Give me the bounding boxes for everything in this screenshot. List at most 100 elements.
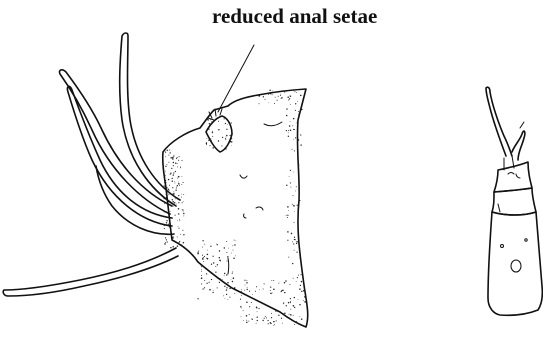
stipple-dot xyxy=(281,97,282,98)
stipple-dot xyxy=(251,302,252,303)
stipple-dot xyxy=(294,211,295,212)
stipple-dot xyxy=(234,287,236,289)
stipple-dot xyxy=(219,260,220,261)
stipple-dot xyxy=(201,277,203,279)
stipple-dot xyxy=(300,274,301,275)
stipple-dot xyxy=(282,323,283,324)
stipple-dot xyxy=(246,282,247,283)
stipple-dot xyxy=(206,144,207,145)
stipple-dot xyxy=(232,271,233,272)
stipple-dot xyxy=(296,186,297,187)
stipple-dot xyxy=(290,187,291,188)
stipple-dot xyxy=(300,134,301,135)
stipple-dot xyxy=(229,288,230,289)
stipple-dot xyxy=(274,103,275,104)
stipple-dot xyxy=(173,162,174,163)
stipple-dot xyxy=(165,175,166,176)
stipple-dot xyxy=(232,273,233,274)
stipple-dot xyxy=(174,183,175,184)
stipple-dot xyxy=(212,292,213,293)
stipple-dot xyxy=(166,222,167,223)
antenna-flagellum xyxy=(486,87,512,156)
stipple-dot xyxy=(164,225,165,226)
stipple-dot xyxy=(299,257,300,258)
stipple-dot xyxy=(289,98,290,99)
stipple-dot xyxy=(178,182,179,183)
stipple-dot xyxy=(298,139,300,141)
stipple-dot xyxy=(295,110,296,111)
stipple-dot xyxy=(284,292,285,293)
stipple-dot xyxy=(171,168,172,169)
stipple-dot xyxy=(245,285,246,286)
stipple-dot xyxy=(232,281,233,282)
stipple-dot xyxy=(244,290,245,291)
stipple-dot xyxy=(293,118,295,120)
stipple-dot xyxy=(301,318,303,320)
stipple-dot xyxy=(213,290,214,291)
stipple-dot xyxy=(288,136,289,137)
stipple-dot xyxy=(273,280,274,281)
stipple-dot xyxy=(210,246,211,247)
annotation-leader-line xyxy=(218,45,254,112)
stipple-dot xyxy=(217,287,218,288)
stipple-dot xyxy=(224,298,225,299)
stipple-dot xyxy=(276,320,277,321)
stipple-dot xyxy=(179,242,180,243)
stipple-dot xyxy=(226,147,227,148)
stipple-dot xyxy=(293,243,294,244)
stipple-dot xyxy=(212,131,213,132)
stipple-dot xyxy=(178,208,180,210)
stipple-dot xyxy=(226,129,227,130)
stipple-dot xyxy=(299,288,301,290)
stipple-dot xyxy=(233,277,235,279)
stipple-dot xyxy=(228,299,229,300)
stipple-dot xyxy=(164,182,165,183)
stipple-dot xyxy=(271,317,272,318)
stipple-dot xyxy=(183,242,184,243)
stipple-dot xyxy=(230,141,232,143)
stipple-dot xyxy=(227,256,228,257)
stipple-dot xyxy=(275,97,276,98)
stipple-dot xyxy=(177,178,178,179)
stipple-dot xyxy=(217,244,218,245)
stipple-dot xyxy=(278,315,279,316)
stipple-dot xyxy=(246,280,247,281)
stipple-dot xyxy=(215,271,216,272)
stipple-dot xyxy=(209,289,211,291)
stipple-dot xyxy=(201,266,202,267)
stipple-dot xyxy=(293,139,294,140)
stipple-dot xyxy=(182,176,183,177)
stipple-dot xyxy=(178,228,179,229)
stipple-dot xyxy=(168,217,169,218)
stipple-dot xyxy=(284,92,285,93)
stipple-dot xyxy=(166,220,167,221)
antenna-pore xyxy=(511,260,521,272)
stipple-dot xyxy=(166,194,168,196)
stipple-dot xyxy=(179,220,180,221)
stipple-dot xyxy=(280,94,281,95)
stipple-dot xyxy=(294,91,295,92)
stipple-dot xyxy=(210,140,212,142)
stipple-dot xyxy=(176,204,177,205)
segment-body-outline xyxy=(163,89,308,327)
stipple-dot xyxy=(264,318,265,319)
stipple-dot xyxy=(224,275,225,276)
stipple-dot xyxy=(290,301,291,302)
stipple-dot xyxy=(166,197,167,198)
stipple-dot xyxy=(286,130,287,131)
stipple-dot xyxy=(202,288,203,289)
stipple-dot xyxy=(177,157,178,158)
stipple-dot xyxy=(173,155,174,156)
stipple-dot xyxy=(231,279,232,280)
stipple-dot xyxy=(169,211,170,212)
stipple-dot xyxy=(166,166,167,167)
stipple-dot xyxy=(170,152,171,153)
stipple-dot xyxy=(197,252,198,253)
stipple-dot xyxy=(249,314,250,315)
stipple-dot xyxy=(296,251,297,252)
stipple-dot xyxy=(281,98,282,99)
stipple-dot xyxy=(211,279,212,280)
antenna-small-pore-2 xyxy=(525,239,527,241)
stipple-dot xyxy=(173,206,174,207)
